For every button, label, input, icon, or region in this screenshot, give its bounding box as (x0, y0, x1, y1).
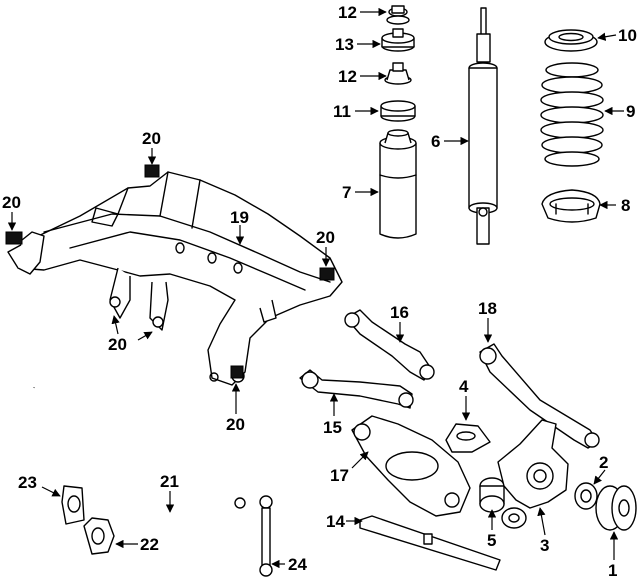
trailing-arm (479, 343, 600, 449)
upper-control-arm (344, 309, 435, 381)
callout-14: 14 (326, 512, 345, 531)
mount-bushing (381, 28, 415, 52)
callout-9: 9 (626, 102, 635, 121)
stabilizer-link (259, 495, 273, 577)
callout-20-bottom-left: 20 (108, 335, 127, 354)
callout-4: 4 (459, 377, 469, 396)
stabilizer-bushing (61, 485, 85, 525)
spring-upper-pad (544, 29, 598, 52)
callout-1: 1 (608, 561, 617, 580)
callout-18: 18 (478, 299, 497, 318)
callout-13: 13 (335, 35, 354, 54)
lower-control-arm (351, 415, 471, 517)
callout-20-bottom: 20 (226, 415, 245, 434)
callout-17: 17 (330, 466, 349, 485)
stabilizer-bar (26, 387, 246, 522)
callout-labels: 12 13 12 11 7 6 10 9 8 20 20 19 20 20 20… (2, 3, 637, 580)
coil-spring (540, 62, 604, 167)
callout-20-left: 20 (2, 193, 21, 212)
callout-8: 8 (621, 196, 630, 215)
spring-lower-seat (541, 189, 601, 223)
ball-joint (501, 507, 527, 529)
mount-nut-lower (384, 62, 412, 85)
callout-7: 7 (342, 183, 351, 202)
bump-stop-cap (380, 100, 416, 122)
callout-2: 2 (599, 453, 608, 472)
callout-15: 15 (323, 418, 342, 437)
callout-12-lower: 12 (338, 67, 357, 86)
rear-knuckle (497, 419, 569, 509)
knuckle-bushing (479, 477, 505, 513)
stabilizer-bushing-clamp (83, 517, 115, 555)
wheel-hub (595, 485, 637, 531)
dust-boot (379, 129, 417, 239)
callout-21: 21 (160, 472, 179, 491)
callout-5: 5 (487, 531, 496, 550)
callout-11: 11 (333, 102, 351, 121)
callout-23: 23 (18, 473, 37, 492)
upper-mount-bracket (445, 423, 491, 453)
callout-20-center: 20 (142, 129, 161, 148)
shock-absorber (468, 7, 498, 245)
leader-lines (7, 7, 624, 569)
callout-22: 22 (140, 535, 159, 554)
callout-24: 24 (288, 555, 307, 574)
wheel-bearing (574, 482, 598, 510)
callout-19: 19 (230, 208, 249, 227)
mount-nut-upper (386, 5, 410, 25)
callout-20-right: 20 (316, 228, 335, 247)
callout-6: 6 (431, 132, 440, 151)
rear-subframe (5, 164, 343, 386)
callout-12-top: 12 (338, 3, 357, 22)
callout-10: 10 (618, 26, 637, 45)
callout-3: 3 (540, 536, 549, 555)
lower-lateral-arm (299, 369, 414, 409)
callout-16: 16 (390, 303, 409, 322)
lower-tie-bar (359, 515, 501, 571)
